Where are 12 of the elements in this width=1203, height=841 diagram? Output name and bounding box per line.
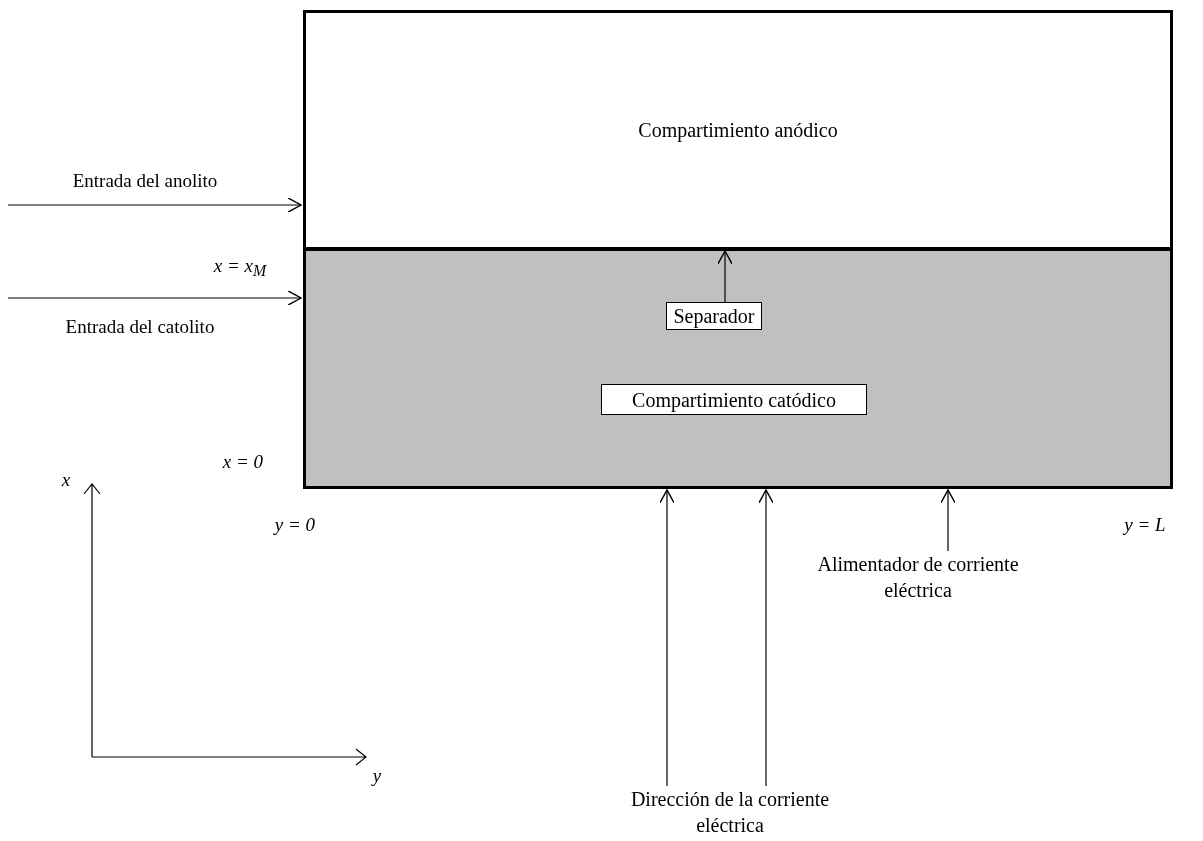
label-box: Separador xyxy=(666,302,762,330)
compartment-box xyxy=(303,251,1173,489)
compartment-box: Compartimiento anódico xyxy=(303,10,1173,247)
arrow xyxy=(940,489,956,552)
arrow xyxy=(7,197,302,213)
label-box: Compartimiento catódico xyxy=(601,384,867,415)
arrow xyxy=(758,489,774,787)
arrow xyxy=(717,250,733,303)
text-label: Dirección de la corriente eléctrica xyxy=(600,786,860,838)
arrow xyxy=(659,489,675,787)
arrow xyxy=(7,290,302,306)
text-label: Alimentador de corriente eléctrica xyxy=(793,551,1043,603)
